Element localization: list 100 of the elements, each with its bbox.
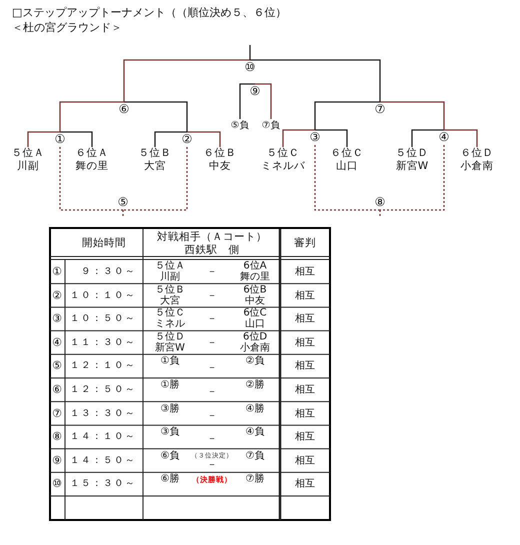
start-time: １４：１０～ [70,432,136,442]
match-result-label: ⑦負 [262,119,280,132]
team-label: ④負 [246,426,264,438]
match-number: ① [52,266,62,278]
start-time: １４：５０～ [70,456,136,466]
match-number: ③ [310,130,320,145]
bracket-line [411,129,444,147]
match-number: ⑤ [118,195,128,210]
dashed-bracket-line [123,147,188,211]
referee-label: 相互 [295,408,315,420]
match-number: ⑨ [250,84,260,99]
referee-label: 相互 [295,384,315,396]
team-label: 小倉南 [240,342,270,354]
versus-dash: － [207,314,217,325]
bracket-line [314,101,380,130]
team-label: ⑦勝 [246,474,264,485]
title: □ステップアップトーナメント（（順位決め５、６位） [12,7,286,20]
referee-label: 相互 [295,314,315,325]
bracket-line [282,129,315,147]
bracket-line [123,59,250,102]
column-header: 審判 [294,238,316,250]
team-label: 新宮W [155,342,185,354]
team-label: ③勝 [160,403,180,414]
start-time: １０：５０～ [70,314,136,324]
team-label: ５位Ｃ ミネルバ [261,147,305,173]
team-label: 舞の里 [240,272,270,282]
match-number: ② [52,290,62,302]
bracket-line [60,131,93,147]
versus-dash: － [207,266,217,278]
referee-label: 相互 [295,290,315,302]
start-time: １５：３０～ [70,479,136,490]
team-label: 大宮 [160,295,180,306]
bracket-line [187,131,221,147]
venue-label: ＜杜の宮グラウンド＞ [12,22,122,34]
match-number: ⑩ [52,478,62,490]
team-label: ５位Ｄ [155,331,185,342]
versus-dash: － [207,410,217,422]
team-label: ④勝 [246,403,264,414]
bracket-line [124,101,188,132]
team-label: 6位C [243,308,267,319]
team-label: ①負 [160,356,180,367]
team-label: ５位Ｂ [155,284,185,296]
team-label: ５位Ｂ 大宮 [138,147,172,173]
start-time: １１：３０～ [70,338,136,348]
referee-label: 相互 [295,432,315,443]
team-label: ②勝 [246,380,264,390]
dashed-bracket-line [380,145,445,211]
versus-dash: － [207,386,217,398]
match-number: ⑨ [52,454,62,467]
team-label: ⑦負 [246,450,264,462]
team-label: ５位Ｃ [155,308,185,319]
bracket-line [444,129,478,147]
bracket-line [239,83,255,119]
match-number: ⑦ [52,408,62,420]
dashed-bracket-line [379,210,381,217]
team-label: ５位Ｄ 新宮W [396,147,428,173]
bracket-line [250,59,381,102]
team-label: ⑥負 [160,450,180,462]
match-number: ⑤ [52,360,62,372]
team-label: ②負 [246,356,264,367]
versus-dash: － [207,290,217,302]
match-number: ⑩ [244,60,256,75]
team-label: 6位A [243,260,267,272]
bracket-line [27,131,60,147]
bracket-line [255,83,272,119]
match-number: ⑦ [374,102,386,117]
team-label: ⑥勝 [160,474,180,485]
team-label: ６位Ｃ 山口 [330,147,364,173]
dashed-bracket-line [122,210,124,217]
team-label: ③負 [160,426,180,438]
team-label: ６位Ｂ 中友 [204,147,236,173]
dashed-bracket-line [314,145,380,211]
team-label: 山口 [245,318,265,330]
match-result-label: ⑤負 [230,119,250,132]
start-time: １０：１０～ [70,290,136,301]
bracket-line [380,101,445,130]
team-label: 6位D [242,331,268,342]
referee-label: 相互 [295,360,315,372]
team-label: 川副 [160,272,180,282]
versus-dash: － [207,434,217,445]
match-number: ⑥ [52,384,62,396]
match-number: ② [182,132,192,147]
dashed-bracket-line [59,147,123,211]
bracket-line [249,45,251,60]
versus-dash: － [207,459,217,470]
start-time: １２：１０～ [70,361,136,372]
bracket-line [59,101,124,132]
bracket-line [315,129,348,147]
match-number: ⑥ [118,102,130,117]
match-number: ⑧ [52,431,62,444]
referee-label: 相互 [295,478,315,490]
start-time: １２：５０～ [70,384,136,396]
team-label: ５位Ａ [155,260,185,272]
team-label: ミネル [155,318,185,330]
team-label: ６位Ｄ 小倉南 [460,147,494,173]
team-label: ６位Ａ 舞の里 [76,147,108,173]
match-number: ⑧ [374,195,386,210]
versus-dash: － [207,337,217,348]
start-time: １３：３０～ [70,408,136,419]
versus-dash: － [207,362,217,374]
